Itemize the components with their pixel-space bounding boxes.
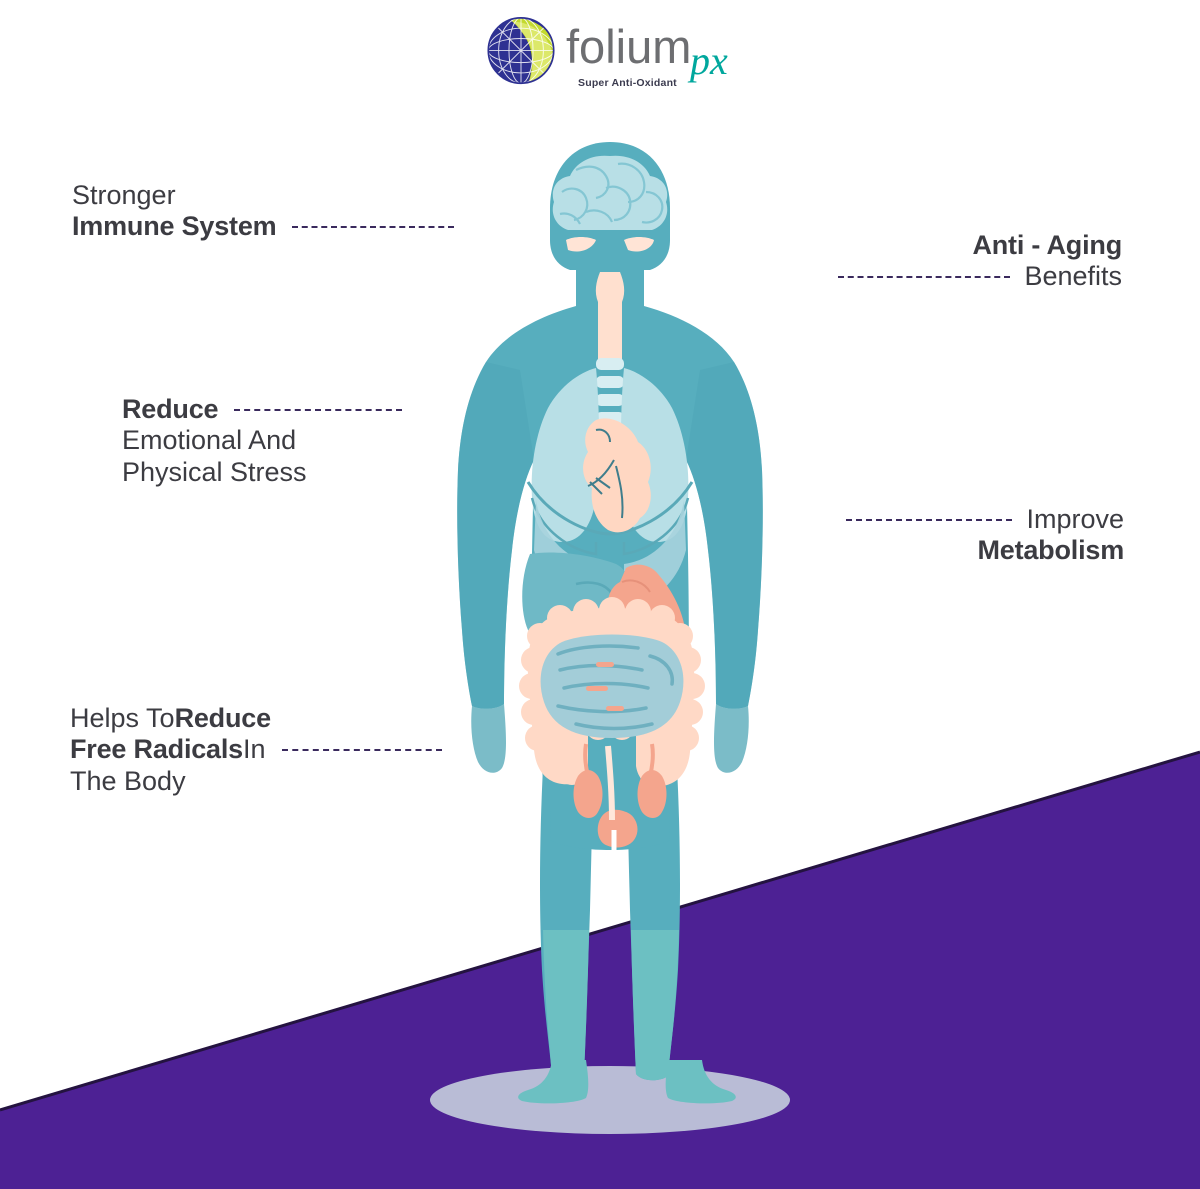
- callout-free-radicals: Helps To Reduce Free Radicals In The Bod…: [70, 703, 442, 797]
- callout-text: The Body: [70, 765, 186, 796]
- callout-text: Physical Stress: [122, 456, 307, 487]
- callout-text: In: [243, 734, 266, 765]
- callout-text: Free Radicals: [70, 734, 243, 765]
- callout-line: The Body: [70, 766, 442, 797]
- callout-line: Reduce: [122, 394, 403, 425]
- callout-line: Benefits: [838, 261, 1122, 292]
- callout-text: Stronger: [72, 180, 176, 210]
- leader-dash-line: [292, 225, 455, 228]
- globe-leaf-logo-icon: [487, 17, 555, 85]
- callout-immune-system: Stronger Immune System: [72, 180, 455, 243]
- callout-text: Reduce: [174, 703, 272, 733]
- callout-line: Helps To Reduce: [70, 703, 442, 734]
- callout-line: Metabolism: [846, 535, 1124, 566]
- leader-dash-line: [838, 275, 1011, 278]
- brand-logo: folium px Super Anti-Oxidant: [478, 8, 758, 100]
- callout-line: Anti - Aging: [838, 230, 1122, 261]
- eyes: [566, 237, 654, 252]
- callout-line: Emotional And: [122, 425, 402, 456]
- logo-tagline: Super Anti-Oxidant: [578, 77, 677, 89]
- callout-text: Emotional And: [122, 425, 297, 456]
- leader-dash-line: [234, 408, 403, 411]
- callout-line: Improve: [846, 504, 1124, 535]
- brain-organ: [552, 155, 668, 230]
- callout-line: Free Radicals In: [70, 734, 442, 765]
- callout-text: Helps To: [70, 703, 175, 733]
- logo-wordmark: folium: [566, 20, 692, 73]
- callout-line: Immune System: [72, 211, 455, 242]
- logo-suffix: px: [690, 38, 728, 83]
- small-intestine-organ: [540, 634, 684, 738]
- leader-dash-line: [846, 518, 1013, 521]
- callout-text: Metabolism: [977, 535, 1124, 566]
- callout-text: Benefits: [1024, 261, 1122, 292]
- callout-text: Reduce: [122, 394, 219, 424]
- leader-dash-line: [281, 748, 442, 751]
- callout-text: Improve: [1026, 504, 1124, 534]
- heart-organ: [583, 418, 651, 533]
- callout-line: Physical Stress: [122, 457, 402, 488]
- human-body-illustration: [430, 142, 790, 1134]
- floor-shadow: [430, 1066, 790, 1134]
- callout-line: Stronger: [72, 180, 454, 211]
- callout-text: Anti - Aging: [972, 230, 1122, 260]
- callout-text: Immune System: [72, 211, 277, 242]
- callout-improve-metabolism: Improve Metabolism: [846, 504, 1124, 567]
- callout-reduce-stress: Reduce Emotional And Physical Stress: [122, 394, 403, 488]
- callout-anti-aging: Anti - Aging Benefits: [838, 230, 1122, 293]
